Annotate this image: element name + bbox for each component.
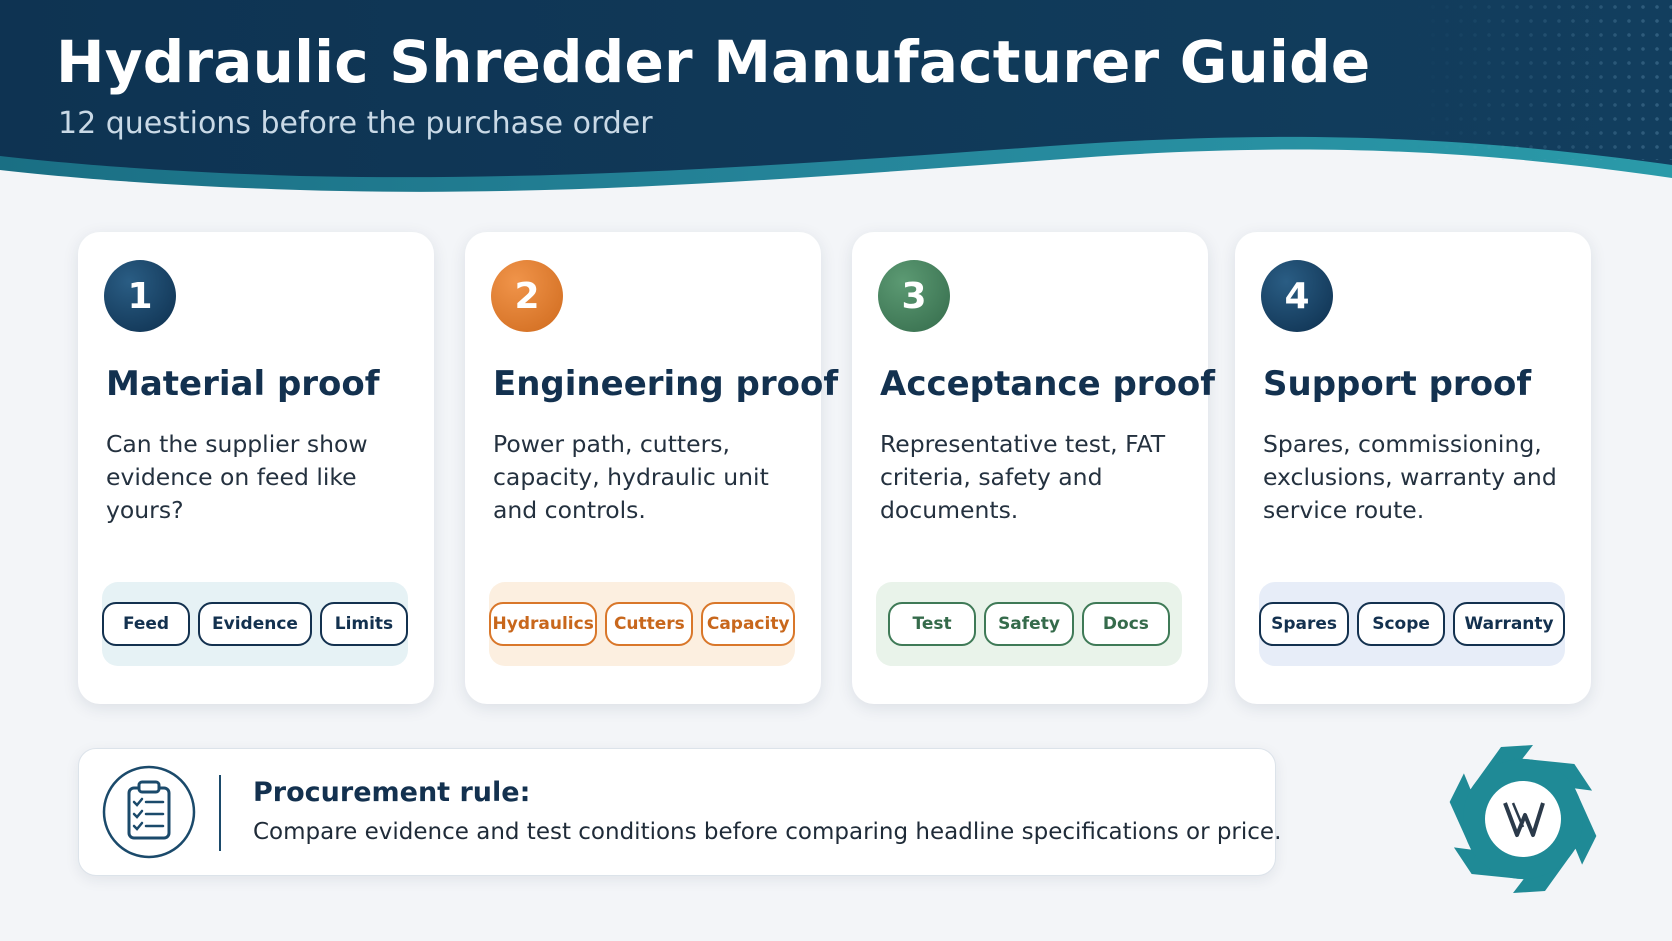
decorative-dot-pattern [1412, 0, 1672, 160]
shredder-blade-logo-icon [1438, 734, 1608, 904]
step-number-badge: 3 [878, 260, 950, 332]
card-title: Engineering proof [493, 364, 839, 404]
step-number-badge: 4 [1261, 260, 1333, 332]
card-engineering-proof: 2 Engineering proof Power path, cutters,… [465, 232, 838, 704]
tag-chip: Test [888, 602, 977, 646]
divider [219, 775, 221, 851]
tag-chip: Limits [319, 602, 408, 646]
card-material-proof: 1 Material proof Can the supplier show e… [78, 232, 434, 704]
page-subtitle: 12 questions before the purchase order [58, 106, 653, 141]
card-title: Acceptance proof [880, 364, 1216, 404]
card-support-proof: 4 Support proof Spares, commissioning, e… [1235, 232, 1591, 704]
tag-chip: Hydraulics [489, 602, 598, 646]
tag-chip: Docs [1081, 602, 1170, 646]
procurement-rule-panel: Procurement rule: Compare evidence and t… [78, 748, 1281, 876]
card-description: Can the supplier show evidence on feed l… [106, 430, 368, 524]
tag-chip: Scope [1357, 602, 1446, 646]
card-title: Material proof [106, 364, 380, 404]
tag-chip: Evidence [198, 602, 312, 646]
tag-tray: Hydraulics Cutters Capacity [489, 582, 795, 666]
clipboard-checklist-icon [102, 765, 196, 859]
tag-chip: Feed [102, 602, 191, 646]
card-description: Power path, cutters, capacity, hydraulic… [493, 430, 769, 524]
rule-text: Compare evidence and test conditions bef… [253, 819, 1282, 845]
rule-title: Procurement rule: [253, 777, 531, 808]
tag-chip: Capacity [701, 602, 795, 646]
header-banner: Hydraulic Shredder Manufacturer Guide 12… [0, 0, 1672, 200]
tag-tray: Feed Evidence Limits [102, 582, 408, 666]
step-number-badge: 1 [104, 260, 176, 332]
step-number-badge: 2 [491, 260, 563, 332]
tag-chip: Cutters [605, 602, 694, 646]
card-description: Representative test, FAT criteria, safet… [880, 430, 1166, 524]
card-acceptance-proof: 3 Acceptance proof Representative test, … [852, 232, 1215, 704]
tag-chip: Safety [984, 602, 1074, 646]
tag-tray: Test Safety Docs [876, 582, 1182, 666]
page-title: Hydraulic Shredder Manufacturer Guide [56, 28, 1371, 96]
card-description: Spares, commissioning, exclusions, warra… [1263, 430, 1557, 524]
tag-chip: Spares [1259, 602, 1350, 646]
tag-chip: Warranty [1453, 602, 1565, 646]
header-wave-background [0, 0, 1672, 192]
tag-tray: Spares Scope Warranty [1259, 582, 1565, 666]
card-title: Support proof [1263, 364, 1532, 404]
